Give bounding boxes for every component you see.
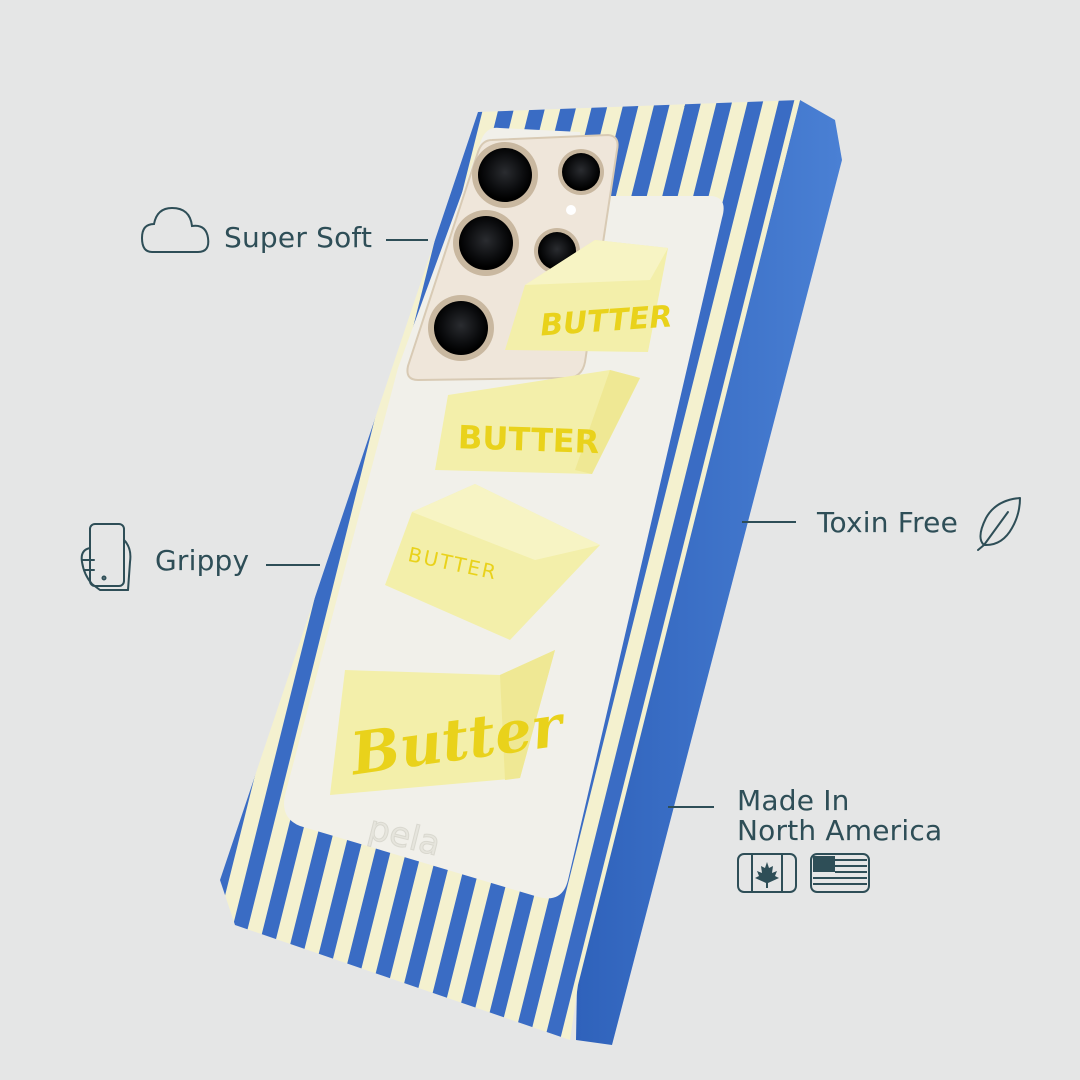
canada-flag-icon — [737, 853, 797, 893]
butter-stick-3: BUTTER — [385, 484, 600, 640]
case-side-wall — [576, 100, 842, 1045]
leaf-icon — [977, 497, 1021, 551]
feature-label-toxin-free: Toxin Free — [817, 506, 959, 539]
feature-label-made-in-line2: North America — [737, 814, 943, 847]
cloud-icon — [140, 206, 210, 253]
feature-label-made-in-line1: Made In — [737, 784, 850, 817]
feature-label-super-soft: Super Soft — [224, 221, 373, 254]
camera-lenses — [428, 142, 604, 361]
butter-stick-2: BUTTER — [435, 370, 640, 474]
hand-holding-phone-icon — [80, 523, 132, 591]
butter-stick-1: BUTTER — [505, 240, 674, 352]
usa-flag-icon — [810, 853, 870, 893]
butter-label-2: BUTTER — [457, 418, 600, 461]
feature-label-grippy: Grippy — [155, 544, 250, 577]
